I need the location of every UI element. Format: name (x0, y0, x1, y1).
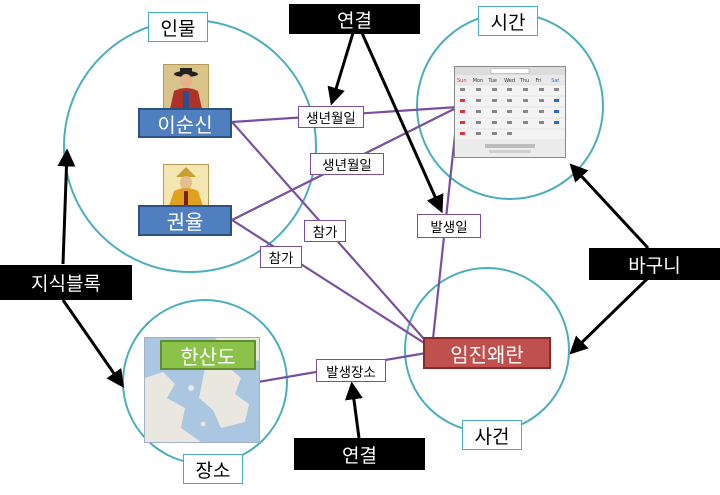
person1-portrait (163, 64, 209, 110)
entity-event1: 임진왜란 (423, 337, 551, 369)
basket-label: 바구니 (589, 248, 720, 280)
person2-portrait (163, 164, 209, 210)
calendar-weekday-3: Wed (504, 78, 515, 84)
knowledge-block-label: 지식블록 (0, 265, 132, 300)
arrow-basket-up (569, 163, 650, 250)
category-person: 인물 (148, 12, 208, 42)
entity-place1: 한산도 (160, 340, 256, 370)
arrow-connect-top-left (327, 32, 355, 106)
relation-birth2: 생년월일 (310, 153, 384, 175)
category-time: 시간 (478, 6, 538, 36)
entity-person1: 이순신 (138, 108, 232, 138)
calendar-weekday-2: Tue (487, 78, 497, 84)
calendar-weekday-1: Mon (473, 78, 484, 84)
relation-occurrence-place: 발생장소 (316, 359, 386, 382)
arrow-basket-down (569, 276, 650, 355)
calendar-weekday-5: Fri (536, 78, 542, 84)
arrow-knowledge-down (61, 299, 125, 388)
calendar-weekday-4: Thu (519, 78, 529, 84)
arrow-connect-top-right (360, 32, 444, 214)
calendar-weekday-6: Sat (551, 78, 559, 84)
rel-line-person2-event (231, 219, 433, 349)
relation-birth1: 생년월일 (298, 106, 364, 128)
relation-participate2: 참가 (260, 246, 302, 268)
entity-person2: 권율 (138, 205, 232, 236)
relation-participate1: 참가 (304, 220, 346, 242)
relation-occurrence-date: 발생일 (417, 214, 481, 238)
category-event: 사건 (462, 420, 522, 450)
connect-top-label: 연결 (289, 4, 420, 34)
category-place: 장소 (183, 454, 243, 484)
connect-bottom-label: 연결 (294, 438, 425, 470)
arrow-connect-bottom (344, 381, 363, 439)
arrow-knowledge-up (57, 148, 76, 265)
calendar-weekday-0: Sun (457, 78, 467, 84)
